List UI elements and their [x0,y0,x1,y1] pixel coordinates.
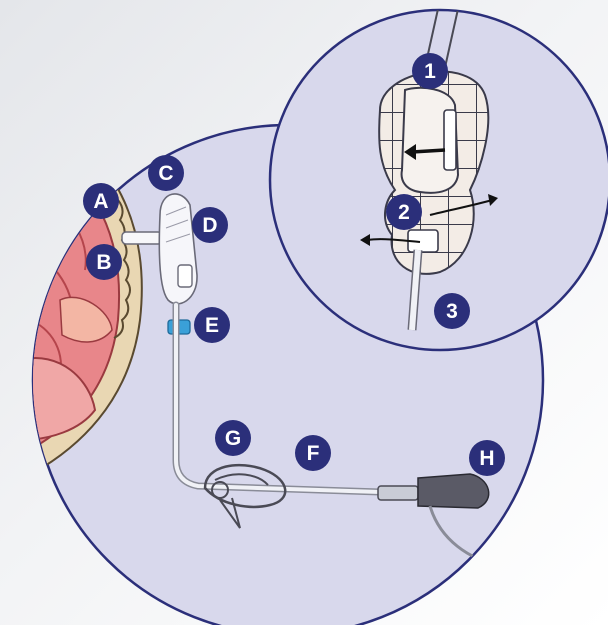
badge-label-H: H [479,447,494,470]
badge-label-D: D [202,214,217,237]
badge-3: 3 [434,293,470,329]
badge-2: 2 [386,194,422,230]
badge-label-C: C [158,162,173,185]
badge-label-1: 1 [424,60,436,83]
badge-F: F [295,435,331,471]
tube-stoma-segment [122,232,162,244]
badge-label-B: B [96,251,111,274]
badge-label-3: 3 [446,300,458,323]
inset-illustration [270,0,608,350]
badge-label-F: F [307,442,320,465]
badge-1: 1 [412,53,448,89]
badge-D: D [192,207,228,243]
badge-C: C [148,155,184,191]
badge-label-2: 2 [398,201,410,224]
badge-label-A: A [93,190,108,213]
badge-label-E: E [205,314,219,337]
badge-label-G: G [225,427,241,450]
badge-E: E [194,307,230,343]
badge-G: G [215,420,251,456]
badge-A: A [83,183,119,219]
badge-H: H [469,440,505,476]
badge-B: B [86,244,122,280]
